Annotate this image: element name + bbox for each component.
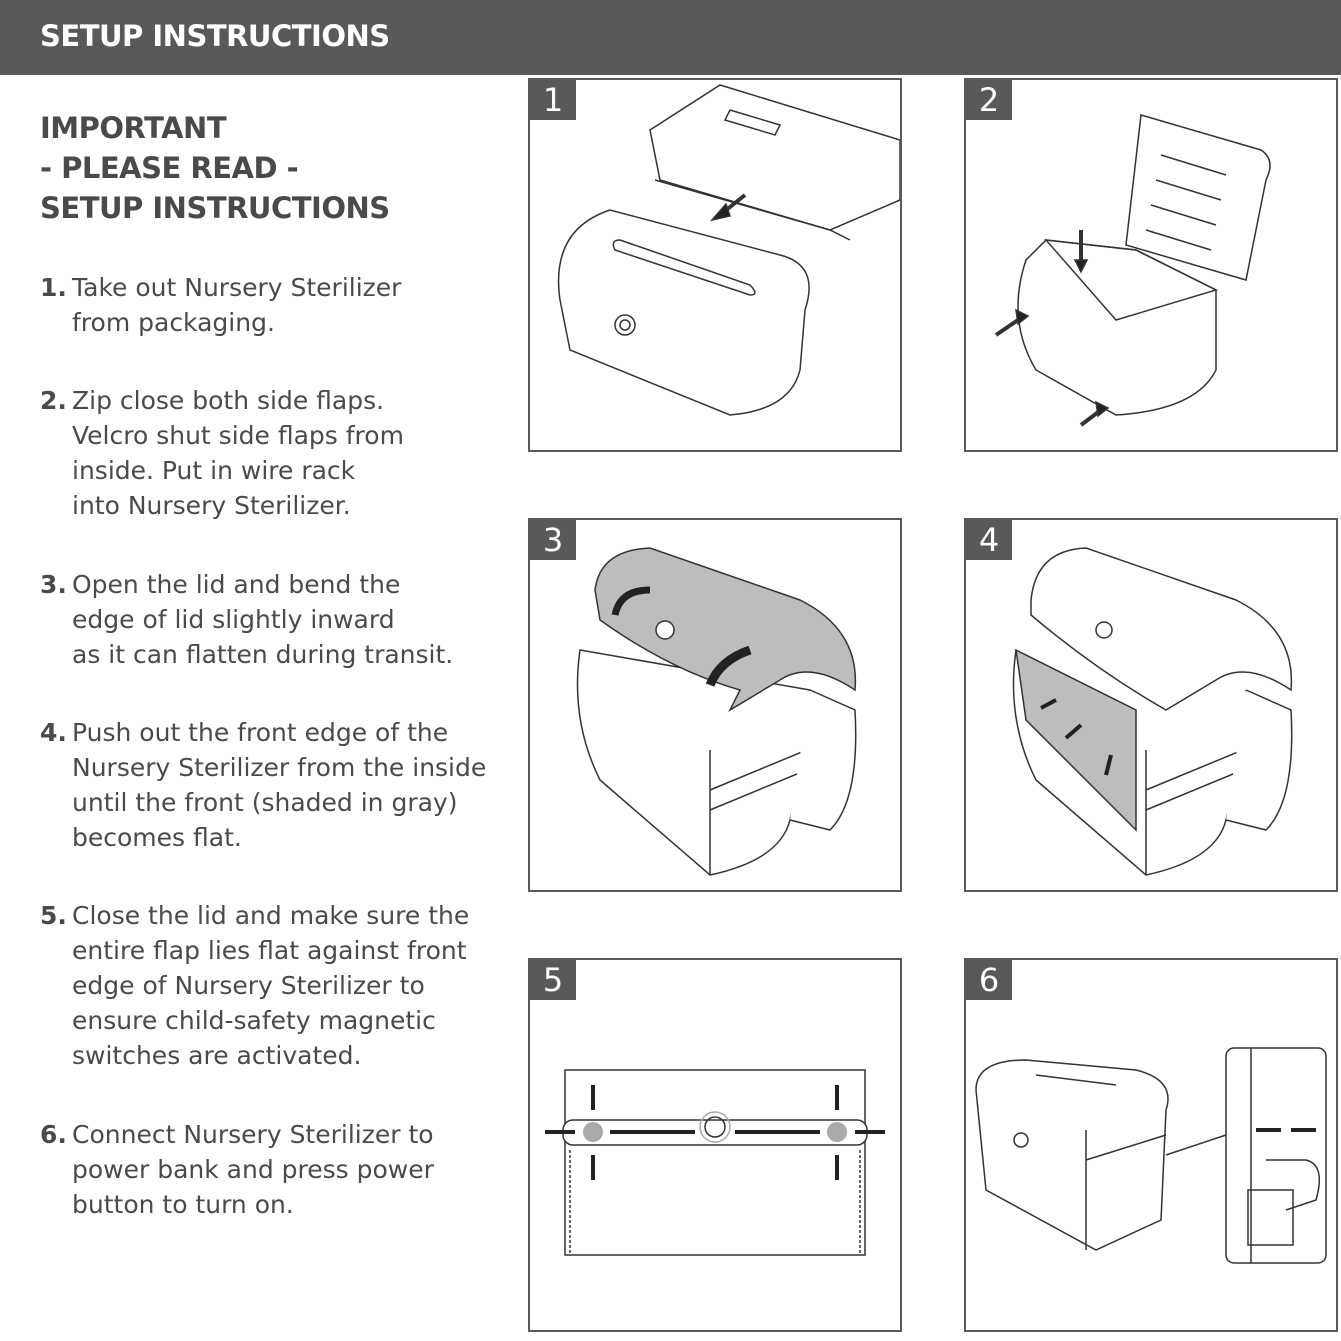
instruction-step: 5.Close the lid and make sure the entire … [40, 898, 510, 1073]
step-number: 4. [40, 718, 67, 747]
step-text-line: Zip close both side flaps. [72, 386, 385, 415]
step-2-illustration: 2 [964, 78, 1338, 452]
step-text-line: Connect Nursery Sterilizer to [72, 1120, 434, 1149]
step-text-line: Push out the front edge of the [72, 718, 449, 747]
step-text-line: as it can flatten during transit. [72, 640, 454, 669]
important-line: IMPORTANT [40, 111, 227, 145]
step-text-line: into Nursery Sterilizer. [72, 491, 351, 520]
instruction-step: 2.Zip close both side flaps. Velcro shut … [40, 383, 510, 523]
step-text-line: Nursery Sterilizer from the inside [72, 753, 487, 782]
step-text-line: becomes flat. [72, 823, 242, 852]
step-text-line: edge of lid slightly inward [72, 605, 395, 634]
step-number: 2. [40, 386, 67, 415]
step-number: 3. [40, 570, 67, 599]
step-number: 5. [40, 901, 67, 930]
step-text-line: Velcro shut side flaps from [72, 421, 404, 450]
step-text-line: Close the lid and make sure the [72, 901, 470, 930]
step-6-illustration: 6 [964, 958, 1338, 1332]
important-line: SETUP INSTRUCTIONS [40, 191, 390, 225]
step-text-line: switches are activated. [72, 1041, 362, 1070]
step-number-badge: 3 [530, 520, 576, 560]
instruction-step: 3.Open the lid and bend the edge of lid s… [40, 567, 510, 672]
step-text-line: until the front (shaded in gray) [72, 788, 458, 817]
step-4-illustration: 4 [964, 518, 1338, 892]
step-text-line: entire flap lies flat against front [72, 936, 467, 965]
step-3-illustration: 3 [528, 518, 902, 892]
step-text-line: Take out Nursery Sterilizer [72, 273, 402, 302]
important-line: - PLEASE READ - [40, 151, 299, 185]
step-1-illustration: 1 [528, 78, 902, 452]
step-5-illustration: 5 [528, 958, 902, 1332]
step-number-badge: 6 [966, 960, 1012, 1000]
important-heading: IMPORTANT - PLEASE READ - SETUP INSTRUCT… [40, 108, 390, 228]
step-text-line: power bank and press power [72, 1155, 434, 1184]
instruction-step: 1.Take out Nursery Sterilizer from packag… [40, 270, 510, 340]
step-text-line: edge of Nursery Sterilizer to [72, 971, 425, 1000]
step-number: 1. [40, 273, 67, 302]
step-number-badge: 4 [966, 520, 1012, 560]
step-number: 6. [40, 1120, 67, 1149]
step-text-line: button to turn on. [72, 1190, 294, 1219]
step-text-line: ensure child-safety magnetic [72, 1006, 436, 1035]
step-number-badge: 1 [530, 80, 576, 120]
step-number-badge: 5 [530, 960, 576, 1000]
step-text-line: inside. Put in wire rack [72, 456, 356, 485]
instruction-step: 6.Connect Nursery Sterilizer to power ban… [40, 1117, 510, 1222]
step-number-badge: 2 [966, 80, 1012, 120]
header-bar: SETUP INSTRUCTIONS [0, 0, 1341, 75]
step-text-line: from packaging. [72, 308, 275, 337]
step-text-line: Open the lid and bend the [72, 570, 401, 599]
header-title: SETUP INSTRUCTIONS [40, 19, 390, 53]
